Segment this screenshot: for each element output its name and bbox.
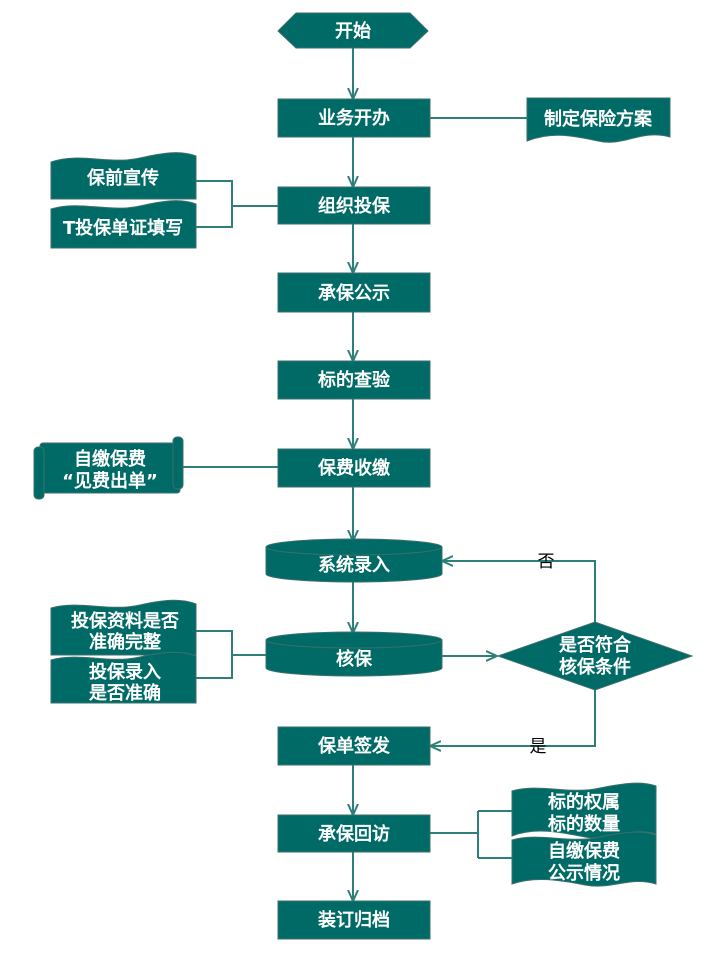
node-issue-label: 保单签发 <box>317 735 391 757</box>
bracket-organize-inputs <box>196 180 278 228</box>
node-underwrite-label: 核保 <box>336 648 373 670</box>
doc-pay-publicity: 自缴保费 公示情况 <box>511 831 657 887</box>
scroll-self-pay-line1: 自缴保费 <box>74 448 146 470</box>
node-organize: 组织投保 <box>277 186 431 225</box>
scroll-self-pay-line2: “见费出单” <box>62 470 158 492</box>
node-collect-label: 保费收缴 <box>317 457 391 479</box>
node-system-input: 系统录入 <box>265 538 443 583</box>
node-revisit: 承保回访 <box>277 814 431 853</box>
node-issue: 保单签发 <box>277 726 431 766</box>
arrow-decision-no <box>443 561 596 622</box>
scroll-self-pay: 自缴保费 “见费出单” <box>33 436 184 500</box>
decision-line1: 是否符合 <box>558 634 632 656</box>
doc-input-check-line2: 是否准确 <box>88 682 161 704</box>
doc-form-fill: T投保单证填写 <box>50 200 197 249</box>
node-system-input-label: 系统录入 <box>318 554 390 576</box>
doc-pre-publicity-label: 保前宣传 <box>86 167 159 189</box>
node-publicity: 承保公示 <box>277 272 431 313</box>
decision-line2: 核保条件 <box>559 656 631 678</box>
doc-input-check-line1: 投保录入 <box>89 661 161 683</box>
node-start-label: 开始 <box>335 20 371 42</box>
doc-pay-publicity-line2: 公示情况 <box>548 863 620 884</box>
doc-doc-complete: 投保资料是否 准确完整 <box>50 599 197 656</box>
decision-underwrite-condition: 是否符合 核保条件 <box>496 621 694 691</box>
arrow-decision-yes <box>431 690 596 746</box>
doc-doc-complete-line2: 准确完整 <box>89 631 161 653</box>
edge-label-no: 否 <box>538 552 555 572</box>
edge-label-yes: 是 <box>530 737 547 757</box>
doc-ownership: 标的权属 标的数量 <box>511 782 657 839</box>
doc-make-plan: 制定保险方案 <box>526 97 671 143</box>
node-collect: 保费收缴 <box>277 448 431 488</box>
node-business-open-label: 业务开办 <box>318 107 390 129</box>
node-underwrite: 核保 <box>265 631 443 677</box>
node-start: 开始 <box>277 12 429 49</box>
node-business-open: 业务开办 <box>277 98 431 138</box>
doc-doc-complete-line1: 投保资料是否 <box>71 610 179 632</box>
connectors <box>180 48 596 900</box>
bracket-underwrite-inputs <box>196 630 266 679</box>
node-inspect: 标的查验 <box>277 360 431 400</box>
doc-ownership-line2: 标的数量 <box>547 813 620 835</box>
node-inspect-label: 标的查验 <box>317 369 391 391</box>
node-archive: 装订归档 <box>277 900 431 940</box>
bracket-revisit-outputs <box>430 810 512 859</box>
node-publicity-label: 承保公示 <box>318 282 390 304</box>
node-organize-label: 组织投保 <box>318 195 391 217</box>
node-archive-label: 装订归档 <box>318 909 390 931</box>
doc-pre-publicity: 保前宣传 <box>50 152 197 200</box>
doc-ownership-line1: 标的权属 <box>547 791 620 813</box>
doc-form-fill-label: T投保单证填写 <box>63 217 183 239</box>
doc-input-check: 投保录入 是否准确 <box>50 651 197 704</box>
node-revisit-label: 承保回访 <box>318 823 390 845</box>
doc-make-plan-label: 制定保险方案 <box>544 108 653 130</box>
doc-pay-publicity-line1: 自缴保费 <box>548 840 620 862</box>
